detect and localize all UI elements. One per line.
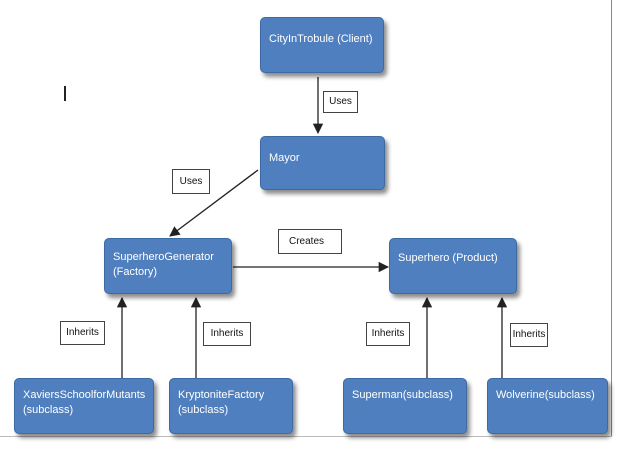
product-node[interactable]: Superhero (Product) bbox=[389, 238, 517, 294]
product-node-label: Superhero (Product) bbox=[398, 252, 498, 264]
wolverine-node-label: Wolverine(subclass) bbox=[496, 389, 595, 401]
xaviers-node-label-line1: XaviersSchoolforMutants bbox=[23, 389, 146, 401]
inherits-label-kryptonite: Inherits bbox=[203, 322, 251, 346]
factory-node[interactable]: SuperheroGenerator (Factory) bbox=[104, 238, 232, 294]
inherits-label-xaviers: Inherits bbox=[60, 321, 105, 345]
inherits-label-wolverine: Inherits bbox=[510, 323, 548, 347]
mayor-node[interactable]: Mayor bbox=[260, 136, 385, 190]
kryptonite-node-label-line1: KryptoniteFactory bbox=[178, 389, 265, 401]
wolverine-node[interactable]: Wolverine(subclass) bbox=[487, 378, 608, 434]
mayor-node-label: Mayor bbox=[269, 152, 300, 164]
xaviers-node-label-line2: (subclass) bbox=[23, 404, 74, 416]
edge-mayor-to-factory bbox=[169, 169, 259, 237]
uses-label-client-mayor: Uses bbox=[323, 91, 358, 113]
client-node-label: CityInTrobule (Client) bbox=[269, 33, 373, 45]
frame-border-bottom bbox=[0, 436, 612, 437]
kryptonite-node-label-line2: (subclass) bbox=[178, 404, 229, 416]
factory-node-label-line2: (Factory) bbox=[113, 266, 157, 278]
text-cursor bbox=[64, 86, 66, 101]
uses-label-mayor-factory: Uses bbox=[172, 169, 210, 194]
superman-node-label: Superman(subclass) bbox=[352, 389, 453, 401]
inherits-label-superman: Inherits bbox=[366, 322, 410, 346]
superman-node[interactable]: Superman(subclass) bbox=[343, 378, 467, 434]
kryptonite-node[interactable]: KryptoniteFactory (subclass) bbox=[169, 378, 293, 434]
xaviers-node[interactable]: XaviersSchoolforMutants (subclass) bbox=[14, 378, 154, 434]
creates-label: Creates bbox=[278, 229, 342, 254]
client-node[interactable]: CityInTrobule (Client) bbox=[260, 17, 384, 73]
frame-border-right bbox=[611, 0, 612, 436]
factory-node-label-line1: SuperheroGenerator bbox=[113, 251, 214, 263]
